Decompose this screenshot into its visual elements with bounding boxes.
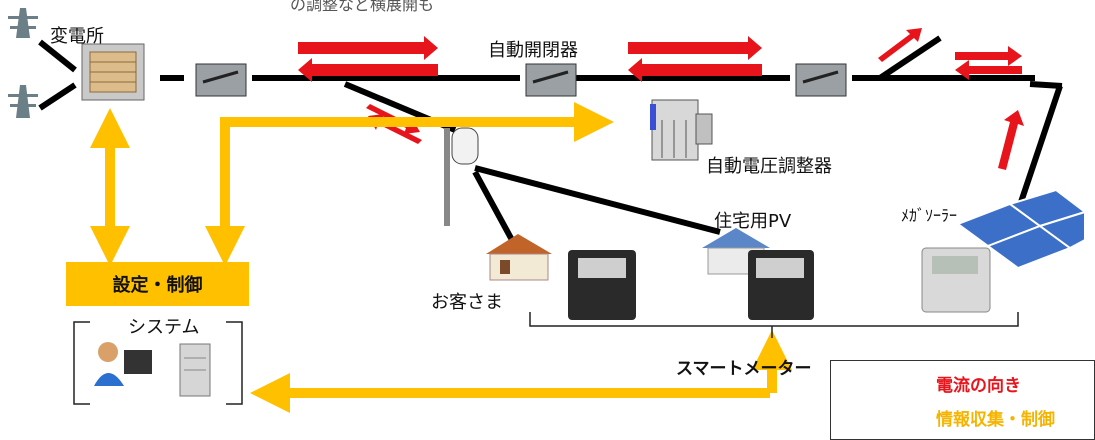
solar-panel-icon [955, 188, 1088, 270]
system-bracket [73, 321, 243, 405]
info-arrows [90, 102, 792, 413]
switch-icon [195, 63, 847, 97]
label-residential-pv: 住宅用PV [714, 211, 792, 232]
legend [830, 360, 1095, 440]
utility-pole-icon [444, 127, 479, 226]
distribution-line [38, 35, 1063, 242]
meter-bracket [529, 312, 1019, 338]
label-mega-solar: ﾒｶﾞｿｰﾗｰ [901, 206, 958, 225]
control-box: 設定・制御 [66, 262, 249, 306]
page-title: の調整など横展開も [290, 0, 435, 14]
label-substation: 変電所 [50, 26, 104, 47]
label-customer: お客さま [431, 292, 503, 313]
legend-info-label: 情報収集・制御 [936, 410, 1055, 430]
transmission-tower-icon [8, 8, 38, 118]
voltage-regulator-icon [650, 99, 713, 161]
label-system: システム [128, 317, 200, 338]
transformer-icon [81, 43, 145, 101]
label-smart-meter: スマートメーター [676, 359, 812, 379]
meter-icon [568, 247, 991, 320]
label-voltage-regulator: 自動電圧調整器 [706, 156, 832, 177]
legend-current-label: 電流の向き [936, 376, 1021, 396]
label-auto-switch: 自動開閉器 [488, 40, 578, 61]
server-icon [179, 343, 211, 397]
house-icon [486, 234, 552, 281]
operator-icon [94, 342, 152, 386]
